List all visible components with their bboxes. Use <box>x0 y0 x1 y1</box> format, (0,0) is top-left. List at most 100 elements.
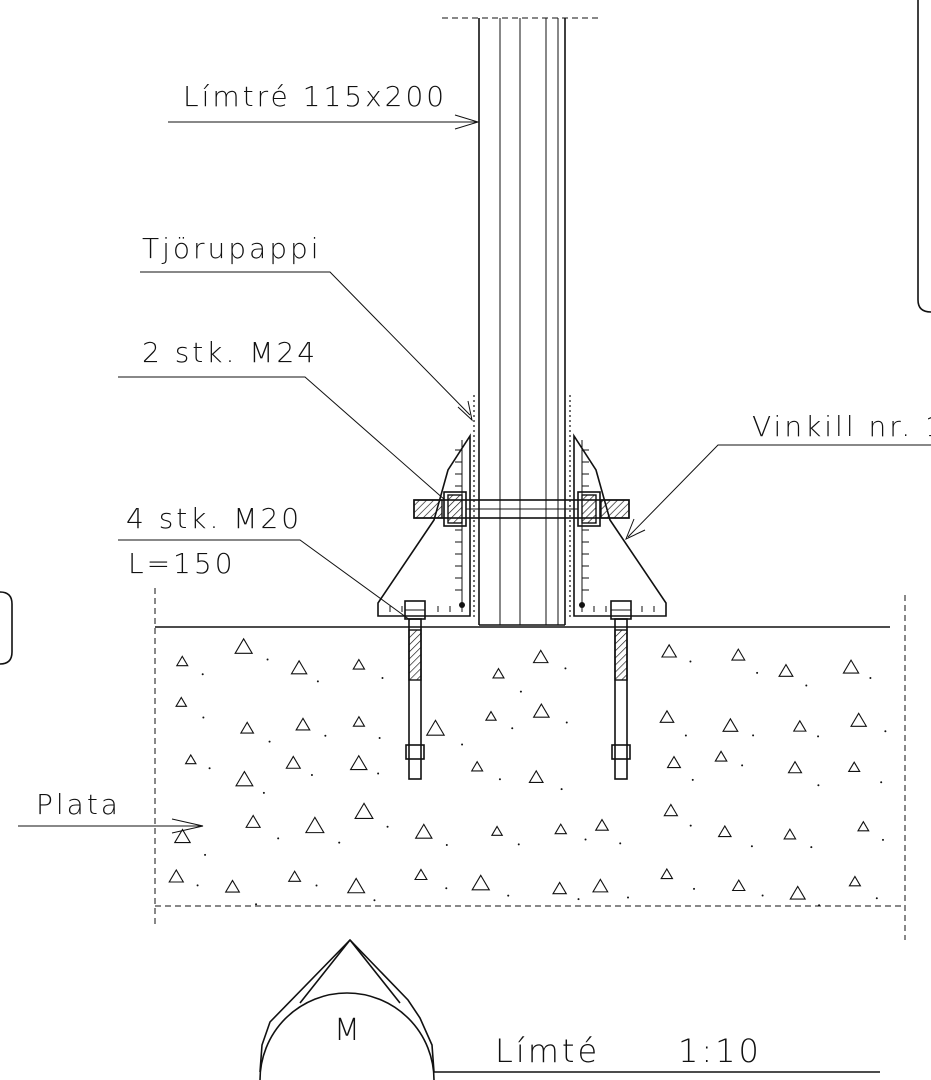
label-tar-paper: Tjörupappi <box>142 232 322 265</box>
aggregate-stone <box>425 719 446 736</box>
aggregate-stone <box>778 663 794 677</box>
aggregate-dot <box>201 673 204 676</box>
aggregate-dot <box>817 784 820 787</box>
aggregate-stone <box>175 655 189 667</box>
anchor-bolt-right <box>610 600 632 780</box>
aggregate-dot <box>810 846 813 849</box>
leader-glulam <box>168 114 480 130</box>
leader-anchors-m20 <box>118 539 411 621</box>
section-marker: M <box>259 938 435 1080</box>
aggregate-dot <box>461 743 464 746</box>
aggregate-stone <box>490 825 504 836</box>
aggregate-dot <box>689 824 692 827</box>
steel-angle-right <box>573 433 667 617</box>
leader-bolts-m24 <box>118 376 446 501</box>
aggregate-dot <box>378 736 381 739</box>
aggregate-dot <box>507 894 510 897</box>
aggregate-dot <box>880 781 883 784</box>
aggregate-stone <box>414 823 433 839</box>
label-anchors-m20: 4 stk. M20 <box>126 502 302 535</box>
aggregate-dot <box>519 690 522 693</box>
aggregate-stone <box>235 770 254 787</box>
aggregate-dot <box>386 825 389 828</box>
anchor-bolt-left <box>404 600 426 780</box>
frame-edge-right <box>917 0 931 313</box>
aggregate-stone <box>850 712 868 727</box>
leader-slab <box>18 818 204 834</box>
aggregate-stone <box>842 659 860 674</box>
aggregate-dot <box>756 671 759 674</box>
aggregate-dot <box>315 884 318 887</box>
aggregate-dot <box>338 841 341 844</box>
aggregate-stone <box>354 802 374 820</box>
label-angle: Vinkill nr. 1 <box>752 410 931 443</box>
aggregate-stone <box>349 754 368 771</box>
aggregate-dot <box>619 842 622 845</box>
aggregate-dot <box>560 788 563 791</box>
aggregate-dot <box>310 773 313 776</box>
aggregate-stone <box>234 637 254 654</box>
aggregate-stone <box>792 719 807 732</box>
aggregate-stone <box>714 750 728 762</box>
aggregate-dot <box>818 904 821 907</box>
aggregate-stone <box>731 879 746 892</box>
aggregate-stone <box>847 761 861 773</box>
aggregate-dot <box>817 735 820 738</box>
aggregate-dot <box>202 716 205 719</box>
aggregate-stone <box>239 721 255 734</box>
aggregate-dot <box>689 660 692 663</box>
label-glulam: Límtré 115x200 <box>183 80 447 113</box>
frame-edge-left <box>0 591 13 665</box>
aggregate-dot <box>693 887 696 890</box>
label-bolts-m24: 2 stk. M24 <box>142 336 318 369</box>
aggregate-dot <box>584 838 587 841</box>
aggregate-dot <box>750 845 753 848</box>
aggregate-dot <box>761 894 764 897</box>
aggregate-dot <box>324 734 327 737</box>
aggregate-stone <box>554 823 568 835</box>
aggregate-dot <box>262 791 265 794</box>
aggregate-stone <box>492 667 505 679</box>
aggregate-stone <box>717 824 733 838</box>
aggregate-stone <box>285 755 302 769</box>
aggregate-dot <box>577 898 580 901</box>
aggregate-stone <box>663 803 679 817</box>
aggregate-stone <box>352 658 366 670</box>
glulam-column <box>478 18 566 626</box>
drawing-title: Límté <box>495 1032 600 1070</box>
aggregate-stone <box>287 870 302 882</box>
aggregate-stone <box>184 753 197 765</box>
aggregate-stone <box>414 868 428 881</box>
aggregate-stone <box>532 702 551 718</box>
aggregate-stone <box>592 878 609 893</box>
aggregate-dot <box>517 843 520 846</box>
aggregate-dot <box>741 764 744 767</box>
label-slab: Plata <box>36 788 121 821</box>
aggregate-dot <box>277 837 280 840</box>
aggregate-dot <box>204 853 207 856</box>
aggregate-stone <box>660 643 678 658</box>
aggregate-stone <box>471 874 491 891</box>
aggregate-stone <box>783 828 797 840</box>
aggregate-stone <box>352 715 366 727</box>
aggregate-dot <box>498 778 501 781</box>
aggregate-stone <box>660 867 674 880</box>
aggregate-dot <box>805 684 808 687</box>
aggregate-stone <box>173 828 192 844</box>
aggregate-stone <box>532 649 549 664</box>
aggregate-dot <box>373 899 376 902</box>
aggregate-dot <box>196 884 199 887</box>
aggregate-stone <box>346 877 366 894</box>
aggregate-stone <box>730 648 746 661</box>
aggregate-dot <box>268 740 271 743</box>
aggregate-stone <box>659 709 675 723</box>
aggregate-dot <box>266 658 269 661</box>
aggregate-stone <box>722 717 739 732</box>
drawing-scale: 1:10 <box>678 1032 762 1070</box>
aggregate-dot <box>684 734 687 737</box>
aggregate-stone <box>168 868 185 883</box>
aggregate-dot <box>564 667 567 670</box>
aggregate-stone <box>224 879 241 893</box>
aggregate-stone <box>245 814 262 828</box>
